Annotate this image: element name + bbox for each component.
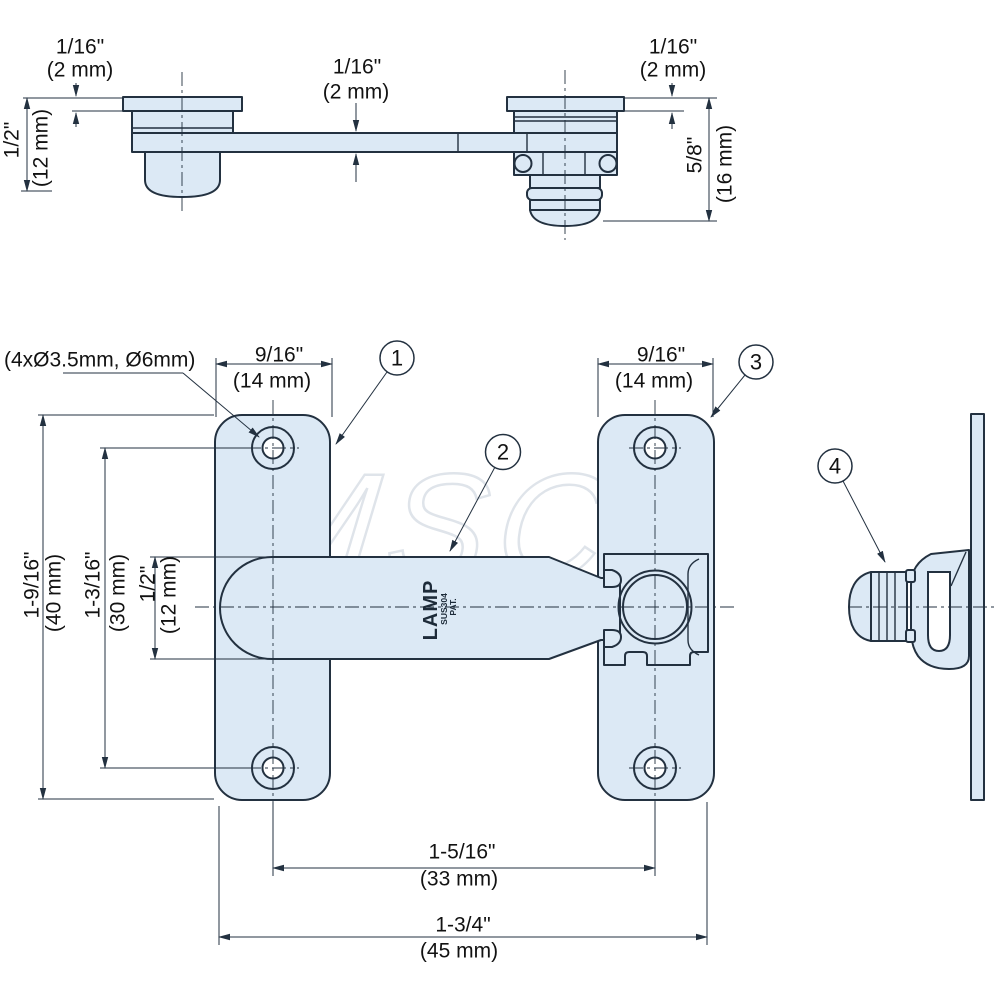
front-view: 1 2 3 4 (4xØ3.5mm, Ø6mm) 9/16" (14 mm) 9… (4, 340, 886, 963)
front-view-dimensions (38, 358, 714, 945)
dim-right-plate-width-in: 9/16" (637, 344, 685, 367)
dim-overall-width-mm: (45 mm) (420, 940, 498, 963)
clip-horn-top (687, 558, 700, 575)
balloon-4 (817, 448, 853, 484)
balloon-4-number: 4 (829, 454, 841, 479)
balloon-1 (379, 340, 415, 376)
dim-right-knob-height-mm: (16 mm) (714, 125, 737, 203)
dim-left-plate-width-in: 9/16" (255, 344, 303, 367)
latch-bar-side (131, 132, 618, 153)
brand-logo: LAMP (420, 580, 442, 641)
dim-flange-left-mm: (2 mm) (47, 59, 114, 82)
dim-hole-pitch-v-in: 1-3/16" (82, 552, 105, 619)
dim-flange-left-in: 1/16" (56, 36, 104, 59)
bar-knob-side (122, 96, 243, 198)
keeper-knob-side (506, 96, 625, 227)
dim-overall-width-in: 1-3/4" (435, 914, 490, 937)
dim-right-knob-height-in: 5/8" (684, 137, 707, 174)
dim-left-knob-height-mm: (12 mm) (30, 109, 53, 187)
dim-hole-pitch-h-mm: (33 mm) (420, 868, 498, 891)
dim-left-knob-height-in: 1/2" (1, 122, 24, 159)
dim-bar-thickness-in: 1/16" (333, 56, 381, 79)
clip-horn-bottom (687, 639, 700, 656)
brand-stamp: LAMP SUS304 PAT. (420, 580, 458, 641)
dim-bar-thickness-mm: (2 mm) (323, 81, 390, 104)
dim-flange-right-mm: (2 mm) (640, 59, 707, 82)
dim-plate-height-mm: (40 mm) (43, 554, 66, 632)
brand-patent: PAT. (448, 598, 458, 615)
keeper-jaw-bottom (603, 629, 622, 648)
dim-hole-pitch-h-in: 1-5/16" (429, 841, 496, 864)
dim-bar-width-mm: (12 mm) (158, 556, 181, 634)
balloon-1-number: 1 (391, 346, 403, 371)
centerlines (195, 400, 737, 816)
keeper-jaw-top (603, 569, 622, 588)
balloon-2 (484, 433, 522, 471)
dim-bar-width-in: 1/2" (137, 566, 160, 603)
callout-balloons: 1 2 3 4 (335, 340, 886, 563)
latch-bar (219, 556, 621, 660)
hole-note: (4xØ3.5mm, Ø6mm) (4, 349, 195, 372)
balloon-3-number: 3 (750, 350, 762, 375)
hook-slot (927, 571, 951, 653)
dim-flange-right-in: 1/16" (649, 36, 697, 59)
balloon-2-number: 2 (497, 440, 509, 465)
top-view-dimensions (21, 83, 717, 222)
dim-left-plate-width-mm: (14 mm) (233, 370, 311, 393)
dim-plate-height-in: 1-9/16" (21, 552, 44, 619)
knob-detail (848, 569, 916, 643)
dim-hole-pitch-v-mm: (30 mm) (107, 554, 130, 632)
brand-material: SUS304 (439, 593, 449, 625)
detail-view-knob (848, 413, 998, 801)
top-side-view: 1/16" (2 mm) 1/16" (2 mm) 1/16" (2 mm) 1… (1, 36, 737, 240)
balloon-3 (738, 344, 774, 380)
dim-right-plate-width-mm: (14 mm) (615, 370, 693, 393)
